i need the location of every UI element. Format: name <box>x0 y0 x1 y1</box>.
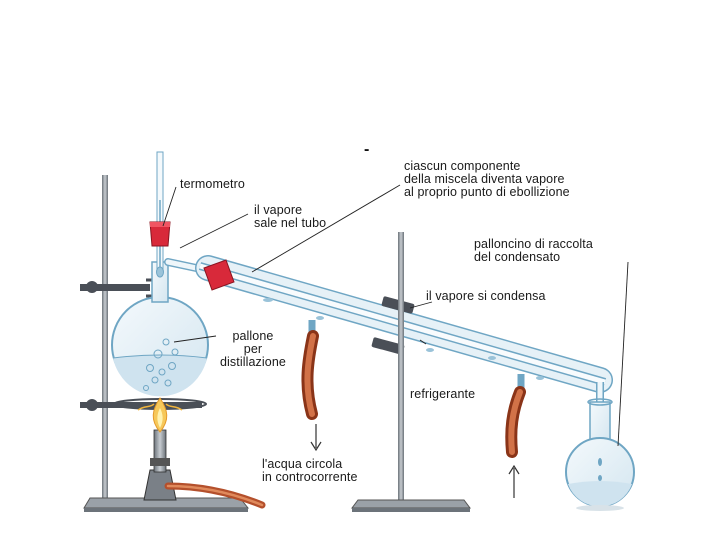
label-ciascun-componente: ciascun componente della miscela diventa… <box>404 159 570 199</box>
label-acqua-controcorrente: l'acqua circola in controcorrente <box>262 457 358 484</box>
leader-lines <box>162 184 629 447</box>
condenser-stopper <box>203 259 235 291</box>
label-refrigerante: refrigerante <box>410 387 476 401</box>
flame <box>137 397 183 433</box>
slide-title-mark: - <box>364 141 370 158</box>
water-flow-arrows <box>310 424 520 498</box>
thermometer-stopper <box>149 221 171 247</box>
water-hose-left <box>301 330 319 420</box>
label-vapore-condensa: il vapore si condensa <box>426 289 546 303</box>
thermometer <box>156 151 164 278</box>
distillation-flask <box>111 261 209 397</box>
lower-clamp-ring <box>80 398 207 411</box>
bunsen-burner <box>143 429 266 509</box>
label-vapore-sale: il vapore sale nel tubo <box>254 203 327 230</box>
label-palloncino-raccolta: palloncino di raccolta del condensato <box>474 237 593 264</box>
right-stand <box>351 232 471 512</box>
upper-clamp <box>80 278 160 298</box>
left-stand <box>83 175 250 512</box>
label-termometro: termometro <box>180 177 245 191</box>
water-hose-right <box>505 386 526 458</box>
receiving-flask <box>565 398 635 511</box>
label-pallone-distillazione: pallone per distillazione <box>220 329 286 369</box>
